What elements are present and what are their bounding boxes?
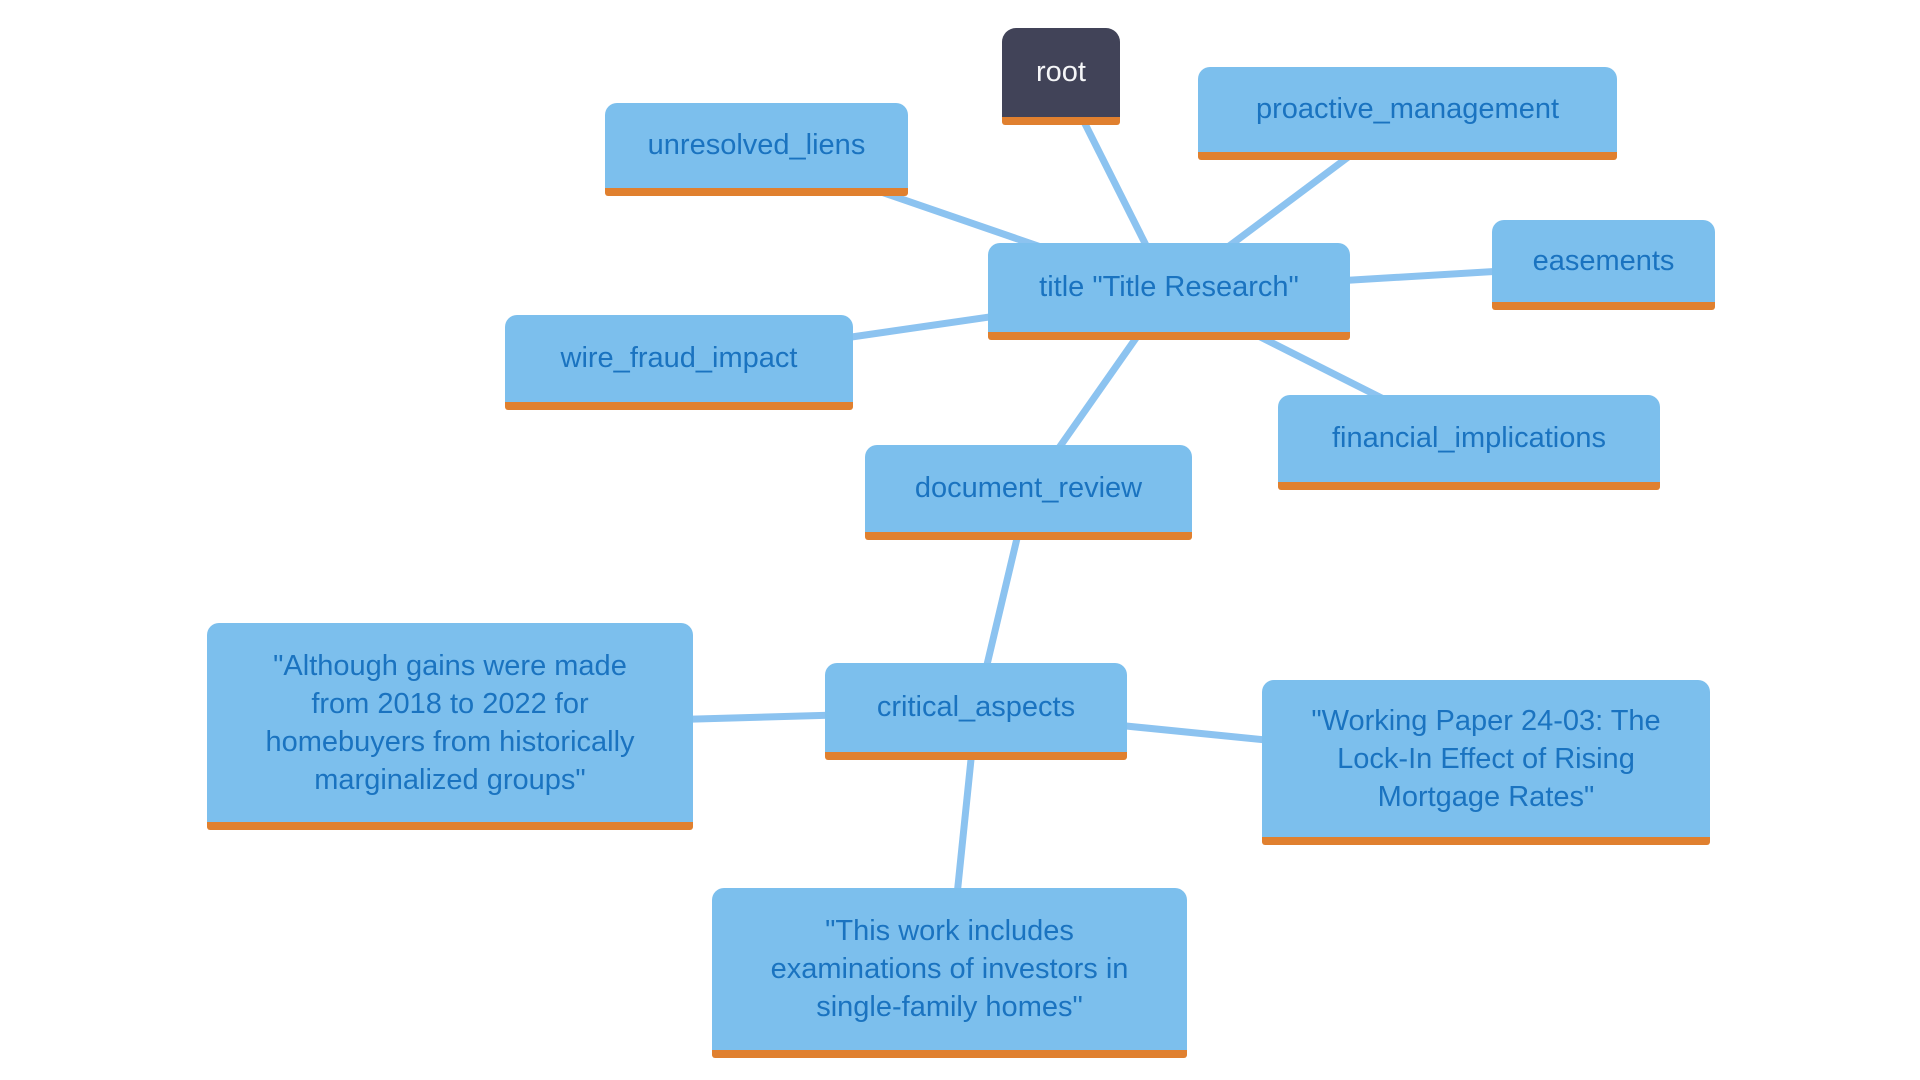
node-critical-aspects[interactable]: critical_aspects bbox=[825, 663, 1127, 760]
node-quote-working-paper[interactable]: "Working Paper 24-03: The Lock-In Effect… bbox=[1262, 680, 1710, 845]
node-wire-fraud-impact[interactable]: wire_fraud_impact bbox=[505, 315, 853, 410]
node-financial-implications[interactable]: financial_implications bbox=[1278, 395, 1660, 490]
node-quote-gains[interactable]: "Although gains were made from 2018 to 2… bbox=[207, 623, 693, 830]
node-quote-investors[interactable]: "This work includes examinations of inve… bbox=[712, 888, 1187, 1058]
node-financial-implications-label: financial_implications bbox=[1331, 422, 1607, 454]
node-title-label: title "Title Research" bbox=[1039, 271, 1299, 303]
node-easements-label: easements bbox=[1532, 244, 1675, 277]
node-root-label: root bbox=[1036, 56, 1086, 88]
node-unresolved-liens[interactable]: unresolved_liens bbox=[605, 103, 908, 196]
node-wire-fraud-impact-label: wire_fraud_impact bbox=[560, 342, 798, 374]
node-quote-gains-label: "Although gains were made from 2018 to 2… bbox=[265, 649, 635, 796]
node-title[interactable]: title "Title Research" bbox=[988, 243, 1350, 340]
node-quote-working-paper-label: "Working Paper 24-03: The Lock-In Effect… bbox=[1311, 704, 1661, 813]
node-root[interactable]: root bbox=[1002, 28, 1120, 125]
node-easements[interactable]: easements bbox=[1492, 220, 1715, 310]
node-proactive-management-label: proactive_management bbox=[1255, 93, 1560, 125]
node-proactive-management[interactable]: proactive_management bbox=[1198, 67, 1617, 160]
node-document-review[interactable]: document_review bbox=[865, 445, 1192, 540]
node-critical-aspects-label: critical_aspects bbox=[876, 691, 1076, 723]
node-quote-investors-label: "This work includes examinations of inve… bbox=[770, 915, 1129, 1023]
node-unresolved-liens-label: unresolved_liens bbox=[647, 129, 866, 161]
node-document-review-label: document_review bbox=[914, 472, 1143, 504]
